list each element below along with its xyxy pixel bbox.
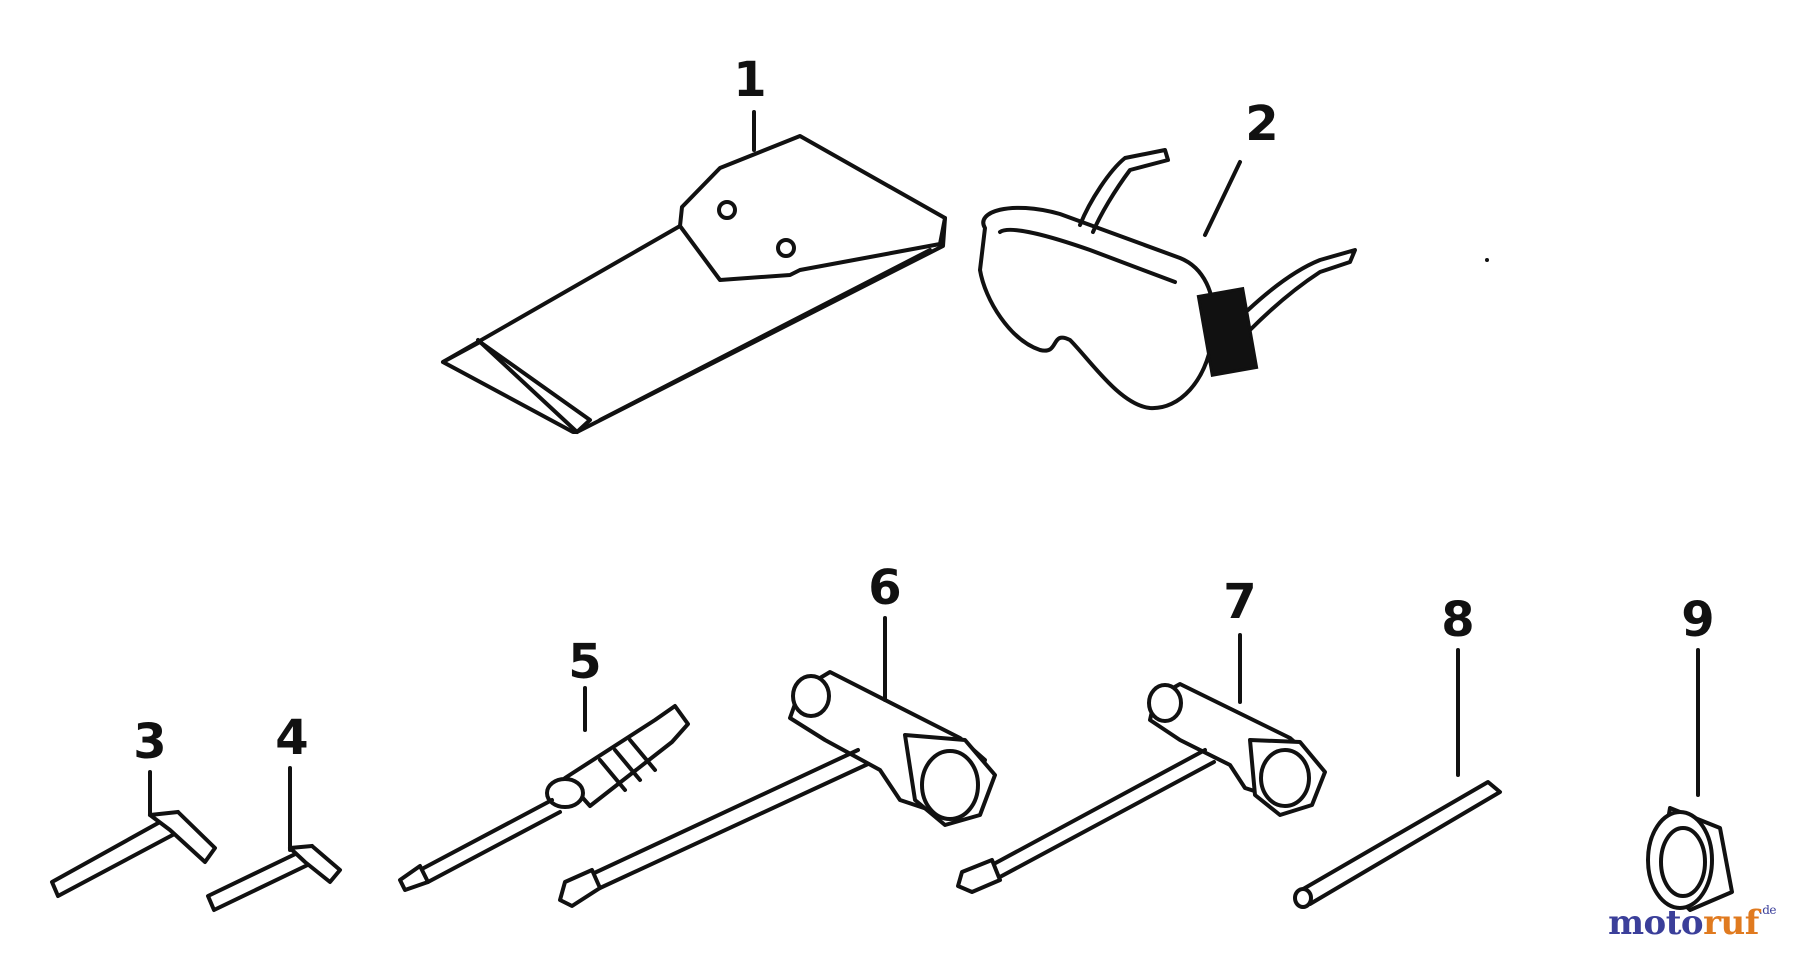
part-4-hex-key-small[interactable]: [206, 844, 342, 912]
part-2-goggles[interactable]: [978, 148, 1357, 411]
watermark-part-b: ruf: [1703, 903, 1759, 943]
part-1-tool-bag[interactable]: [441, 134, 947, 434]
part-5-screwdriver[interactable]: [398, 704, 690, 892]
part-7-plug-wrench-small[interactable]: [956, 682, 1327, 894]
speck: [1485, 258, 1489, 262]
part-8-rod[interactable]: [1293, 780, 1502, 909]
callout-1: 1: [733, 52, 766, 108]
callout-3: 3: [133, 714, 166, 770]
part-6-plug-wrench[interactable]: [558, 670, 997, 908]
callout-8: 8: [1441, 592, 1474, 648]
callout-2: 2: [1245, 96, 1278, 152]
callout-9: 9: [1681, 592, 1714, 648]
leader-2: [1203, 160, 1242, 237]
watermark-part-a: moto: [1608, 903, 1704, 943]
callout-6: 6: [868, 560, 901, 616]
watermark-logo: motoruf.de: [1608, 903, 1776, 943]
callout-4: 4: [275, 710, 308, 766]
callout-5: 5: [568, 634, 601, 690]
callout-7: 7: [1223, 574, 1256, 630]
part-9-cap[interactable]: [1646, 806, 1734, 912]
watermark-part-c: .de: [1758, 903, 1777, 917]
part-3-hex-key[interactable]: [50, 810, 217, 898]
